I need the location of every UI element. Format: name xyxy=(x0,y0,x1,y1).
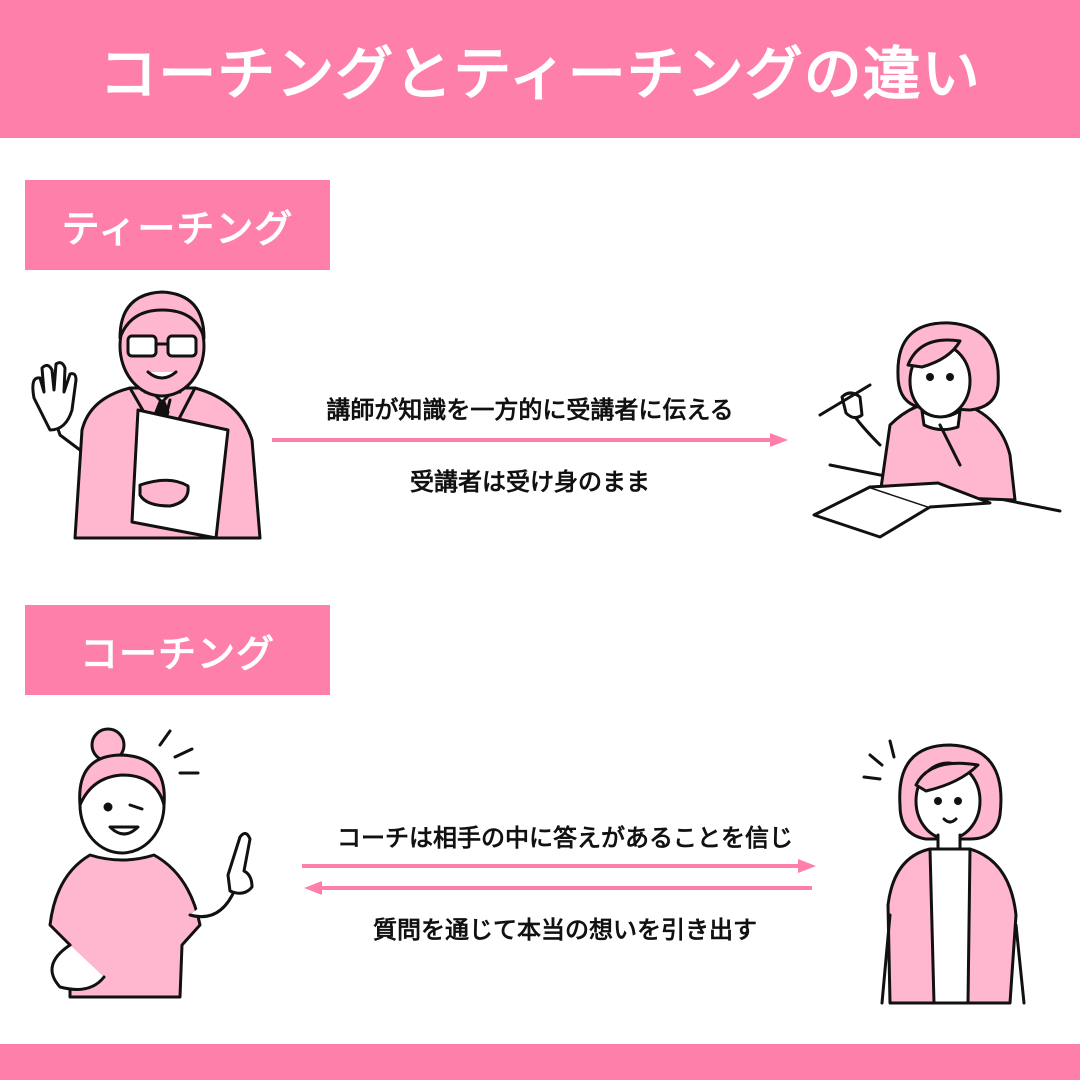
two-way-arrows-icon xyxy=(302,859,816,895)
teacher-illustration xyxy=(31,290,262,540)
client-illustration xyxy=(862,739,1026,1005)
student-illustration xyxy=(812,321,1062,539)
coaching-label: コーチング xyxy=(25,605,330,695)
teaching-line-2: 受講者は受け身のまま xyxy=(410,468,650,496)
page-title: コーチングとティーチングの違い xyxy=(99,40,981,108)
coaching-line-2: 質問を通じて本当の想いを引き出す xyxy=(373,916,757,944)
footer-bar xyxy=(0,1044,1080,1080)
coaching-line-1: コーチは相手の中に答えがあることを信じ xyxy=(337,824,793,852)
header-bar xyxy=(0,0,1080,138)
one-way-arrow-icon xyxy=(272,433,788,447)
teaching-line-1: 講師が知識を一方的に受講者に伝える xyxy=(326,396,734,424)
teaching-label: ティーチング xyxy=(25,180,330,270)
coach-illustration xyxy=(48,727,254,999)
